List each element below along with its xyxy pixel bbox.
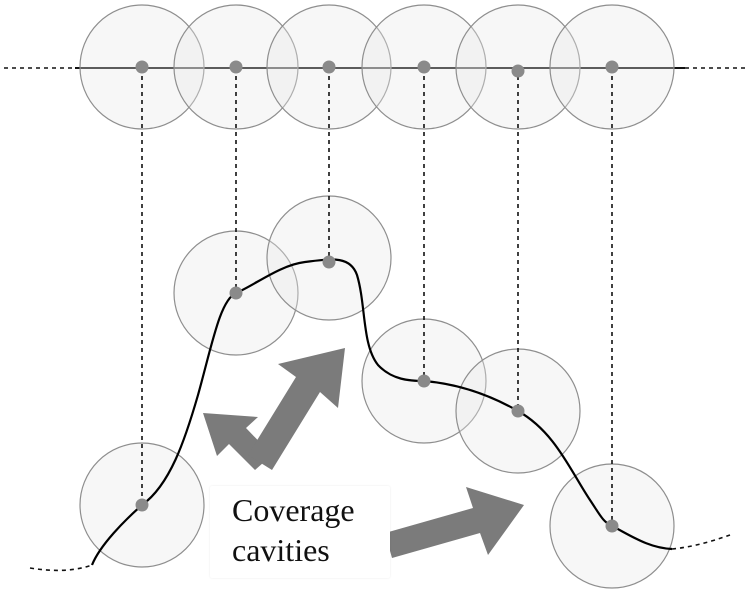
top-row-sensors	[79, 4, 675, 130]
label-line-cavities: cavities	[232, 532, 330, 568]
coverage-cavities-label: Coverage cavities	[210, 486, 390, 578]
lower-sensor-dot-6	[605, 519, 619, 533]
lower-sensor-dot-2	[229, 286, 243, 300]
top-sensor-dot-2	[229, 60, 243, 74]
top-sensor-dot-3	[322, 60, 336, 74]
label-line-coverage: Coverage	[232, 492, 355, 528]
top-sensor-dot-5	[511, 64, 525, 78]
arrow-up-right	[248, 348, 345, 470]
terrain-curve	[90, 258, 673, 566]
arrow-right	[385, 487, 524, 558]
top-sensor-dot-6	[605, 60, 619, 74]
sensor-dots	[135, 60, 619, 533]
curve-dashed-right	[671, 534, 731, 550]
projection-lines	[141, 68, 613, 526]
lower-sensor-dot-4	[417, 374, 431, 388]
curve-dashed-left	[29, 564, 93, 572]
cavity-arrows	[203, 348, 524, 558]
lower-sensor-dot-1	[135, 498, 149, 512]
lower-sensor-dot-3	[322, 255, 336, 269]
top-sensor-dot-4	[417, 60, 431, 74]
lower-sensor-dot-5	[511, 404, 525, 418]
top-sensor-dot-1	[135, 60, 149, 74]
